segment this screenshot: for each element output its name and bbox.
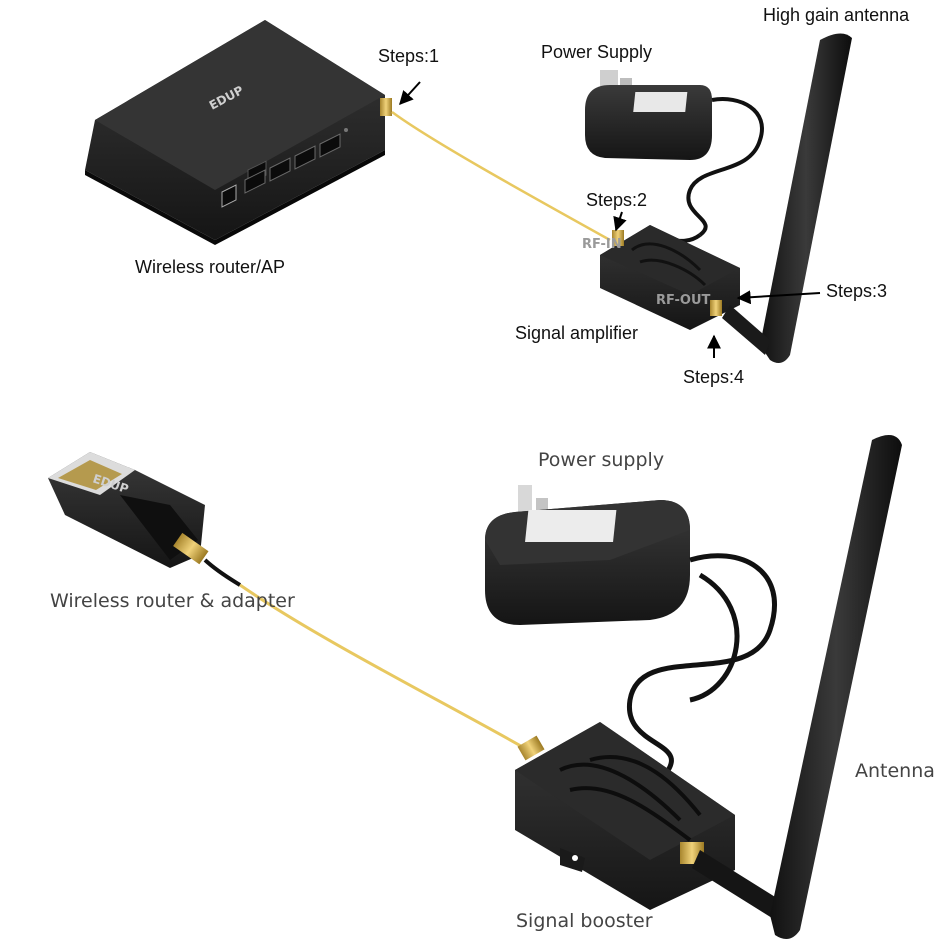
top-power-supply-image [585,70,764,247]
high-gain-antenna-label: High gain antenna [763,5,910,25]
bottom-rf-cable [239,583,529,752]
antenna-label-bottom: Antenna [855,760,935,782]
usb-adapter-image: EDUP [48,452,209,568]
rf-in-text: RF-IN [582,237,622,252]
step2-label: Steps:2 [586,190,648,210]
power-supply-label-top: Power Supply [541,42,653,62]
top-amplifier-image: RF-IN RF-OUT [582,225,740,330]
router-label: Wireless router/AP [135,257,286,277]
step2-arrow [613,211,627,232]
bottom-power-supply-image [485,485,777,782]
step4-label: Steps:4 [683,367,745,387]
top-antenna-image [722,33,852,364]
top-rf-cable [391,110,611,242]
step3-label: Steps:3 [826,281,888,301]
step1-label: Steps:1 [378,46,440,66]
step3-arrow [736,290,821,305]
router-image: EDUP [85,20,392,245]
bottom-antenna-image [770,435,902,939]
step1-arrow [399,81,421,106]
signal-booster-label: Signal booster [516,910,653,932]
power-supply-label-bottom: Power supply [538,449,665,471]
adapter-label: Wireless router & adapter [50,590,295,612]
signal-booster-image [515,722,780,918]
signal-amplifier-label: Signal amplifier [515,323,639,343]
rf-out-text: RF-OUT [656,293,710,308]
